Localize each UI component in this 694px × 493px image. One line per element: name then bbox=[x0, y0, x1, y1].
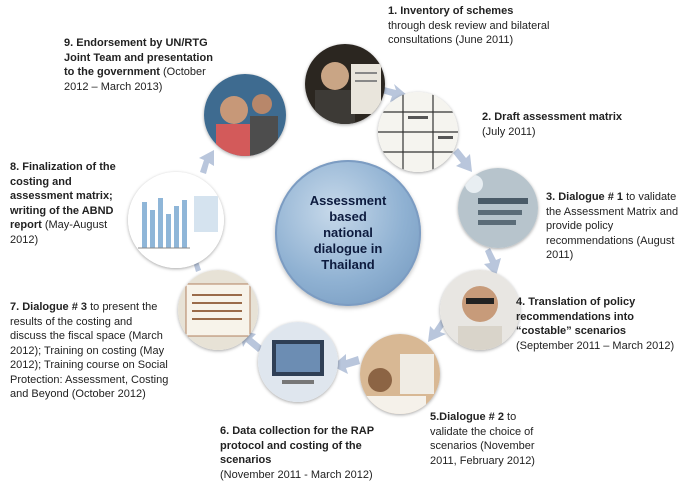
photo-step-8 bbox=[128, 172, 224, 268]
step-1-label: 1. Inventory of schemes through desk rev… bbox=[388, 5, 550, 46]
step-4-label: 4. Translation of policy recommendations… bbox=[516, 296, 675, 352]
photo-step-2 bbox=[378, 92, 458, 172]
step-2-label: 2. Draft assessment matrix (July 2011) bbox=[482, 111, 623, 138]
step-3-label: 3. Dialogue # 1 to validate the Assessme… bbox=[546, 191, 679, 261]
step-8-label: 8. Finalization of the costing and asses… bbox=[10, 161, 116, 246]
photo-step-3 bbox=[458, 168, 538, 248]
center-title: Assessment based national dialogue in Th… bbox=[309, 193, 387, 272]
center-circle: Assessment based national dialogue in Th… bbox=[275, 160, 421, 306]
arrow-5-6 bbox=[332, 354, 360, 374]
arrow-8-9 bbox=[199, 150, 214, 174]
step-6-label: 6. Data collection for the RAP protocol … bbox=[220, 425, 374, 481]
photo-step-7 bbox=[178, 270, 258, 350]
arrow-2-3 bbox=[453, 148, 472, 172]
photo-step-5 bbox=[360, 334, 440, 414]
step-9-label: 9. Endorsement by UN/RTG Joint Team and … bbox=[64, 37, 213, 93]
arrow-3-4 bbox=[484, 248, 501, 276]
step-7-label: 7. Dialogue # 3 to present the results o… bbox=[10, 301, 169, 400]
photo-step-9 bbox=[204, 74, 286, 156]
photo-step-1 bbox=[305, 44, 385, 124]
step-5-label: 5.Dialogue # 2 to validate the choice of… bbox=[430, 411, 535, 467]
photo-step-6 bbox=[258, 322, 338, 402]
photo-step-4 bbox=[440, 270, 520, 350]
